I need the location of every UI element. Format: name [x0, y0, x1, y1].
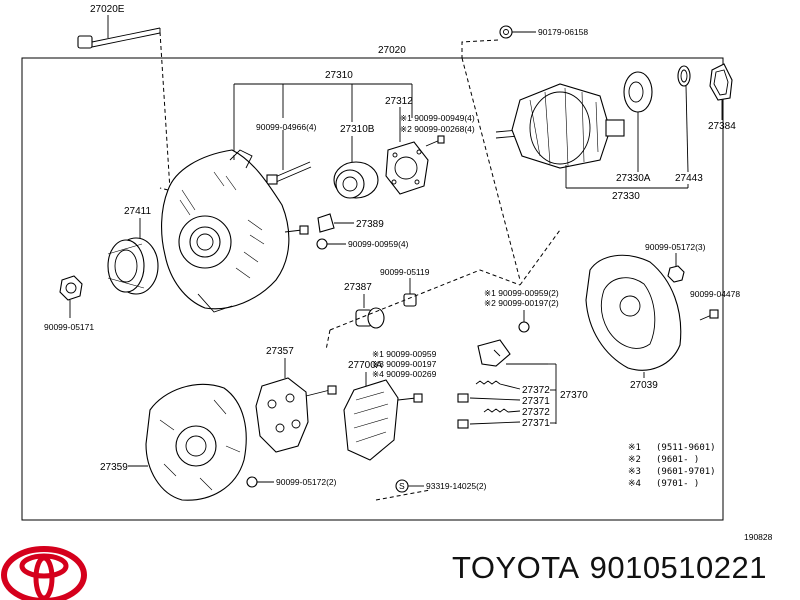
label-90099-05171: 90099-05171 [44, 322, 94, 332]
legend-mark-2: ※2 [628, 455, 641, 465]
regulator-27700A [343, 379, 423, 461]
rectifier-27357 [255, 377, 337, 453]
brand-footer: TOYOTA 9010510221 [452, 550, 777, 586]
toyota-logo [1, 546, 87, 600]
label-27372-a: 27372 [522, 385, 550, 396]
label-bh-note2: ※2 90099-00197(2) [484, 298, 559, 308]
brand-name: TOYOTA [452, 550, 580, 585]
nut-90099-05172-2 [246, 476, 274, 488]
screw-90099-05119 [403, 293, 417, 307]
label-27330A: 27330A [616, 173, 651, 184]
label-90099-04966: 90099-04966(4) [256, 122, 317, 132]
legend-mark-1: ※1 [628, 443, 641, 453]
screw-brush-holder [518, 321, 530, 333]
label-note2: ※2 90099-00268(4) [400, 124, 475, 134]
label-90099-00959: 90099-00959(4) [348, 239, 409, 249]
legend-range-1: (9511-9601) [656, 443, 716, 453]
brush-springs [457, 380, 521, 429]
label-27371-a: 27371 [522, 396, 550, 407]
label-27310B: 27310B [340, 124, 375, 135]
label-90099-05172-3: 90099-05172(3) [645, 242, 706, 252]
assembly-frame [21, 57, 724, 521]
screw-plate [425, 135, 445, 147]
part-number: 9010510221 [589, 550, 768, 585]
cap-27387 [355, 307, 385, 329]
label-27020E: 27020E [90, 4, 125, 15]
label-27389: 27389 [356, 219, 384, 230]
label-27370: 27370 [560, 390, 588, 401]
label-reg-note3: ※3 90099-00197 [372, 359, 437, 369]
nut-90179-06158 [499, 25, 536, 39]
label-27357: 27357 [266, 346, 294, 357]
legend-range-3: (9601-9701) [656, 467, 716, 477]
screw-90099-04478 [699, 309, 719, 321]
brush-holder-plate [477, 339, 511, 367]
label-27039: 27039 [630, 380, 658, 391]
ring-27384 [709, 63, 733, 120]
label-27443: 27443 [675, 173, 703, 184]
legend-range-2: (9601- ) [656, 455, 699, 465]
rear-cover-27039 [585, 254, 682, 378]
spacer-93319-14025: S [395, 479, 424, 493]
front-housing [161, 149, 309, 313]
ring-27443 [677, 65, 691, 173]
end-frame-27359 [145, 383, 247, 501]
label-reg-note4: ※4 90099-00269 [372, 369, 437, 379]
label-27387: 27387 [344, 282, 372, 293]
label-reg-note1: ※1 90099-00959 [372, 349, 437, 359]
label-90099-04478: 90099-04478 [690, 289, 740, 299]
nut-90099-05172 [667, 265, 685, 283]
bolt-27020E [77, 27, 171, 191]
label-27310: 27310 [325, 70, 353, 81]
label-90099-05172-2: 90099-05172(2) [276, 477, 337, 487]
label-27312: 27312 [385, 96, 413, 107]
plate-27312 [385, 141, 429, 195]
label-90099-05119: 90099-05119 [380, 267, 430, 277]
svg-text:S: S [399, 481, 405, 491]
screw-90099-00959 [316, 238, 346, 250]
bearing-27310B [333, 136, 379, 199]
legend: ※1 (9511-9601) ※2 (9601- ) ※3 (9601-9701… [628, 443, 716, 489]
label-90179-06158: 90179-06158 [538, 27, 588, 37]
legend-mark-3: ※3 [628, 467, 641, 477]
label-27411: 27411 [124, 206, 152, 217]
label-27359: 27359 [100, 462, 128, 473]
stud-bolt [266, 130, 312, 185]
label-27372-b: 27372 [522, 407, 550, 418]
pulley-27411 [107, 237, 159, 295]
label-27020: 27020 [378, 45, 406, 56]
label-note1: ※1 90099-00949(4) [400, 113, 475, 123]
label-27384: 27384 [708, 121, 736, 132]
label-93319-14025: 93319-14025(2) [426, 481, 487, 491]
label-27700A: 27700A [348, 360, 383, 371]
clip-27389 [317, 213, 354, 233]
legend-mark-4: ※4 [628, 479, 641, 489]
label-27371-b: 27371 [522, 418, 550, 429]
rotor-27330 [495, 83, 625, 169]
figure-code: 190828 [744, 532, 773, 542]
label-bh-note1: ※1 90099-00959(2) [484, 288, 559, 298]
label-27330: 27330 [612, 191, 640, 202]
nut-90099-05171 [59, 275, 83, 318]
legend-range-4: (9701- ) [656, 479, 699, 489]
bearing-27330A [623, 71, 653, 172]
